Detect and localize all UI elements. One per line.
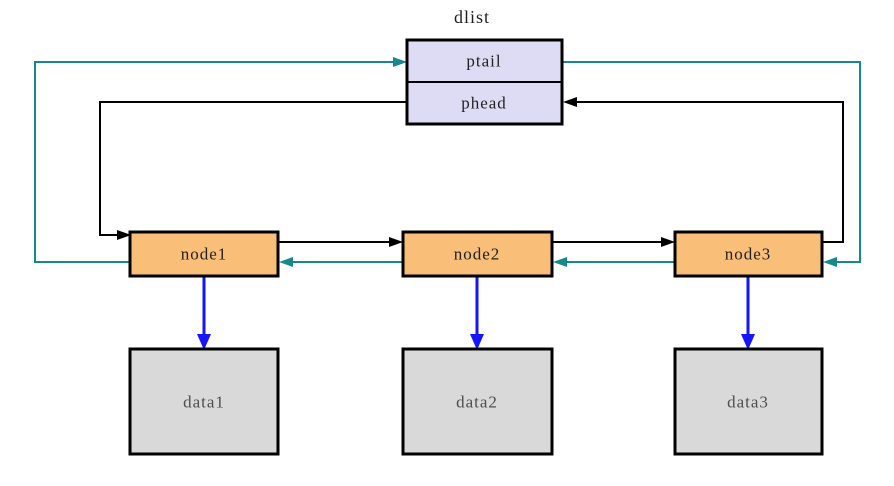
node1-label: node1 [181, 245, 228, 264]
arrowhead-node3-to-node2 [553, 257, 567, 267]
data2-label: data2 [456, 393, 498, 412]
edge-ptail-to-node3 [562, 61, 861, 263]
arrowhead-node3-to-data3 [741, 334, 755, 350]
struct-field-ptail: ptail [466, 52, 501, 71]
arrowhead-ptail-to-node3 [823, 257, 837, 267]
arrowhead-node3-to-phead [563, 97, 577, 107]
node2-box [401, 230, 554, 278]
node3-label: node3 [725, 245, 772, 264]
edge-node1-to-ptail [34, 61, 394, 263]
arrowhead-node2-to-node3 [661, 237, 675, 247]
edge-phead-to-node1 [99, 101, 407, 236]
node2-label: node2 [454, 245, 501, 264]
struct-field-phead: phead [461, 94, 507, 113]
data3-box [673, 347, 824, 456]
struct-title: dlist [454, 7, 490, 27]
data3-label: data3 [727, 393, 769, 412]
arrowhead-node2-to-node1 [279, 257, 293, 267]
data1-label: data1 [183, 393, 225, 412]
node3-box [673, 230, 824, 278]
arrowhead-node2-to-data2 [470, 334, 484, 350]
arrowhead-node1-to-ptail [393, 57, 407, 67]
arrowhead-phead-to-node1 [117, 230, 131, 240]
arrowhead-node1-to-node2 [389, 237, 403, 247]
data1-box [128, 347, 280, 456]
arrowhead-node1-to-data1 [197, 334, 211, 350]
data2-box [401, 347, 554, 456]
node1-box [128, 230, 280, 278]
edge-node3-to-phead [576, 101, 844, 243]
